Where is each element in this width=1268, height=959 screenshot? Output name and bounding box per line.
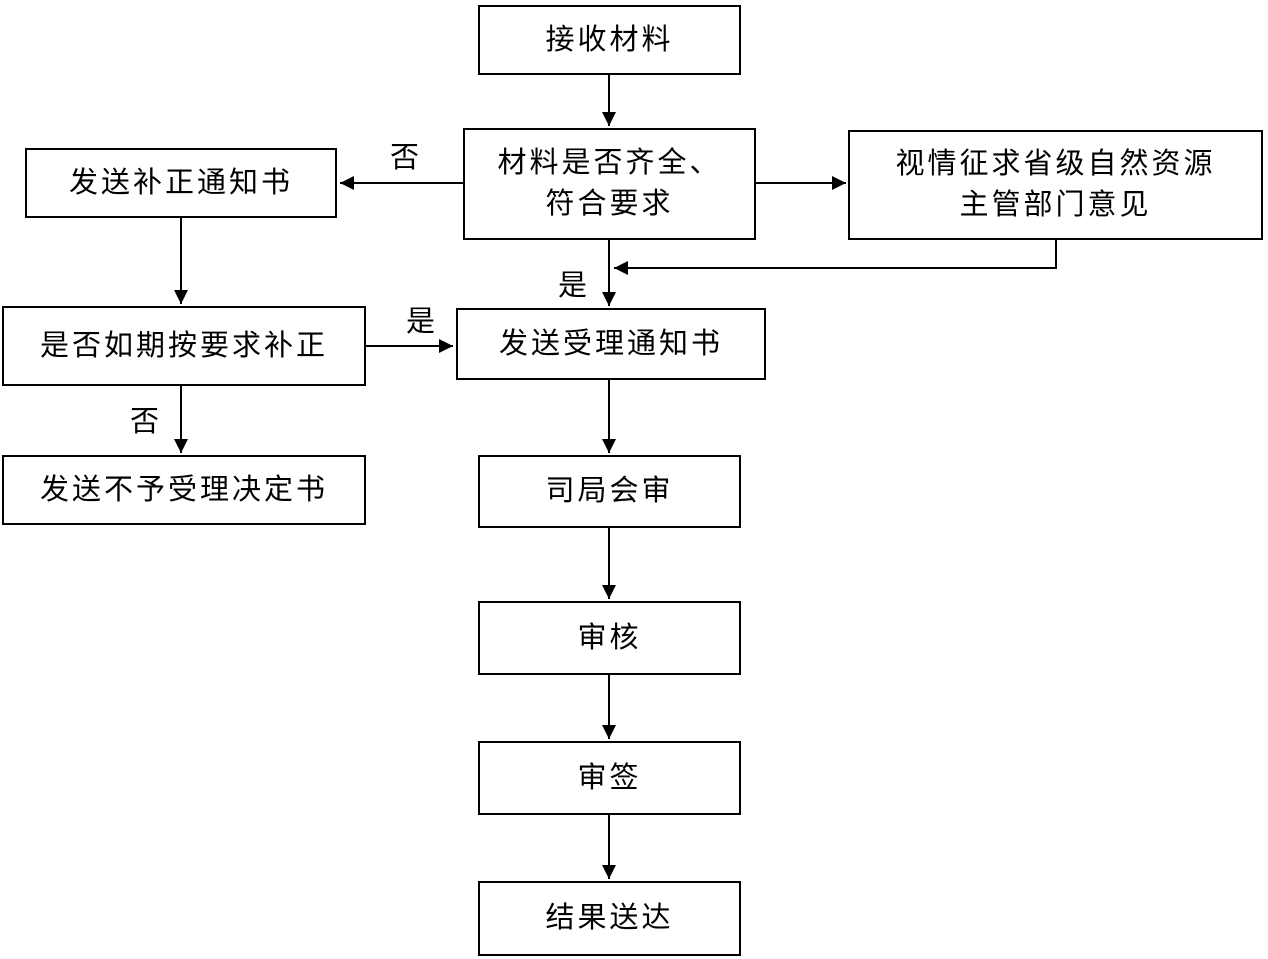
edge-label-correction-no: 否	[128, 398, 162, 440]
node-sign-off: 审签	[478, 741, 741, 815]
node-check-materials-complete: 材料是否齐全、 符合要求	[463, 128, 756, 240]
node-send-rejection-decision: 发送不予受理决定书	[2, 455, 366, 525]
node-deliver-result: 结果送达	[478, 881, 741, 956]
node-send-acceptance-notice: 发送受理通知书	[456, 308, 766, 380]
edge-label-correction-yes: 是	[404, 298, 438, 340]
node-review: 审核	[478, 601, 741, 675]
node-correction-on-time-check: 是否如期按要求补正	[2, 306, 366, 386]
edge-label-check-no: 否	[388, 134, 422, 176]
node-bureau-joint-review: 司局会审	[478, 455, 741, 528]
node-consult-provincial-authority: 视情征求省级自然资源 主管部门意见	[848, 130, 1263, 240]
edge-label-check-yes: 是	[556, 262, 590, 304]
node-receive-materials: 接收材料	[478, 5, 741, 75]
node-send-correction-notice: 发送补正通知书	[25, 148, 337, 218]
